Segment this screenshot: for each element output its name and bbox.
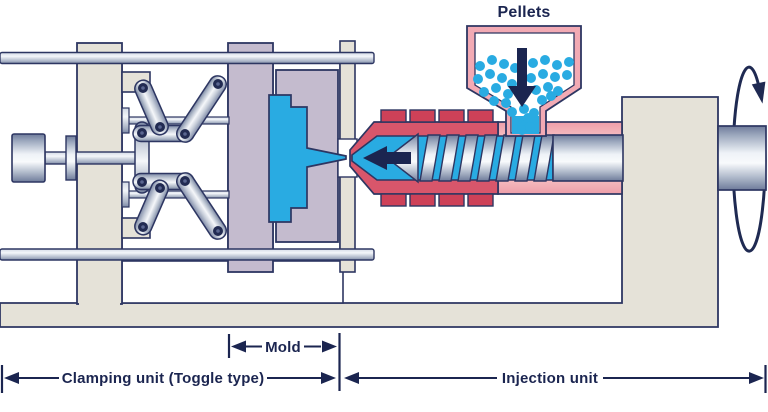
heater-band: [409, 193, 436, 207]
heater-band: [438, 193, 465, 207]
toggle-link: [176, 172, 227, 240]
hopper: [466, 25, 582, 137]
pellet: [507, 107, 517, 117]
dim-clamping-unit: Clamping unit (Toggle type): [4, 370, 336, 387]
pellet: [552, 60, 562, 70]
pellet: [525, 122, 535, 132]
pellet: [546, 91, 556, 101]
actuator-collar: [65, 135, 77, 181]
pellet: [528, 58, 538, 68]
pellet: [473, 74, 483, 84]
moving-platen: [227, 42, 274, 273]
pellet: [523, 113, 533, 123]
toggle-link: [134, 79, 169, 136]
heater-band: [380, 193, 407, 207]
arrow-left-icon: [344, 372, 359, 384]
pellet: [517, 125, 527, 135]
dim-injection-unit: Injection unit: [344, 370, 764, 387]
toggle-link: [134, 179, 169, 236]
pellet: [550, 72, 560, 82]
arrow-right-icon: [749, 372, 764, 384]
screw-shank: [552, 134, 624, 182]
machine-base: [0, 96, 719, 328]
guide-rod-cap: [121, 107, 130, 134]
injection-unit-label: Injection unit: [502, 370, 598, 387]
pellet: [526, 73, 536, 83]
toggle-link: [176, 75, 227, 143]
molded-part-cavity: [268, 94, 347, 223]
pellet: [475, 61, 485, 71]
screw-flight: [438, 134, 460, 182]
arrow-left-icon: [231, 340, 246, 353]
reciprocating-screw: [385, 132, 624, 184]
arrow-left-icon: [4, 372, 19, 384]
pellet: [543, 82, 553, 92]
actuator-cylinder: [11, 133, 46, 183]
pellet: [485, 69, 495, 79]
arrow-right-icon: [321, 372, 336, 384]
pellet: [491, 83, 501, 93]
clamping-unit-label: Clamping unit (Toggle type): [62, 370, 265, 387]
mold-label: Mold: [265, 339, 301, 356]
pellet: [489, 96, 499, 106]
pellet: [487, 55, 497, 65]
rotation-arrow-icon: [731, 65, 767, 253]
pellet: [553, 86, 563, 96]
pellet: [564, 57, 574, 67]
pellet: [499, 59, 509, 69]
actuator-rod: [75, 151, 140, 165]
pellet: [512, 116, 522, 126]
pellet: [562, 70, 572, 80]
tie-bar-top: [0, 51, 375, 65]
heater-band: [467, 109, 494, 123]
pellet: [479, 87, 489, 97]
toggle-mechanism: [121, 75, 230, 240]
pellets-cluster: [473, 55, 574, 135]
pellet: [497, 73, 507, 83]
heater-band: [409, 109, 436, 123]
heater-band: [380, 109, 407, 123]
pellet: [503, 89, 513, 99]
pivot-pins: [137, 79, 223, 236]
clamp-actuator: [11, 133, 140, 183]
hopper-down-arrow-icon: [508, 48, 536, 107]
screw-flight: [419, 134, 441, 182]
screw-flight: [476, 134, 498, 182]
heater-bands: [380, 109, 494, 207]
heater-band: [438, 109, 465, 123]
pellet: [519, 104, 529, 114]
pellets-label: Pellets: [498, 4, 551, 21]
dim-mold: Mold: [231, 339, 337, 356]
pellet: [501, 98, 511, 108]
drive-shaft: [717, 125, 767, 191]
arrow-right-icon: [322, 340, 337, 353]
heater-band: [467, 193, 494, 207]
tie-bar-bottom: [0, 248, 375, 261]
pellet: [538, 69, 548, 79]
guide-rod-cap: [121, 181, 130, 208]
pellet: [540, 55, 550, 65]
dimension-ticks: [0, 333, 767, 393]
pellet: [537, 95, 547, 105]
screw-flight: [457, 134, 479, 182]
melt-flow-arrow-icon: [363, 146, 411, 170]
